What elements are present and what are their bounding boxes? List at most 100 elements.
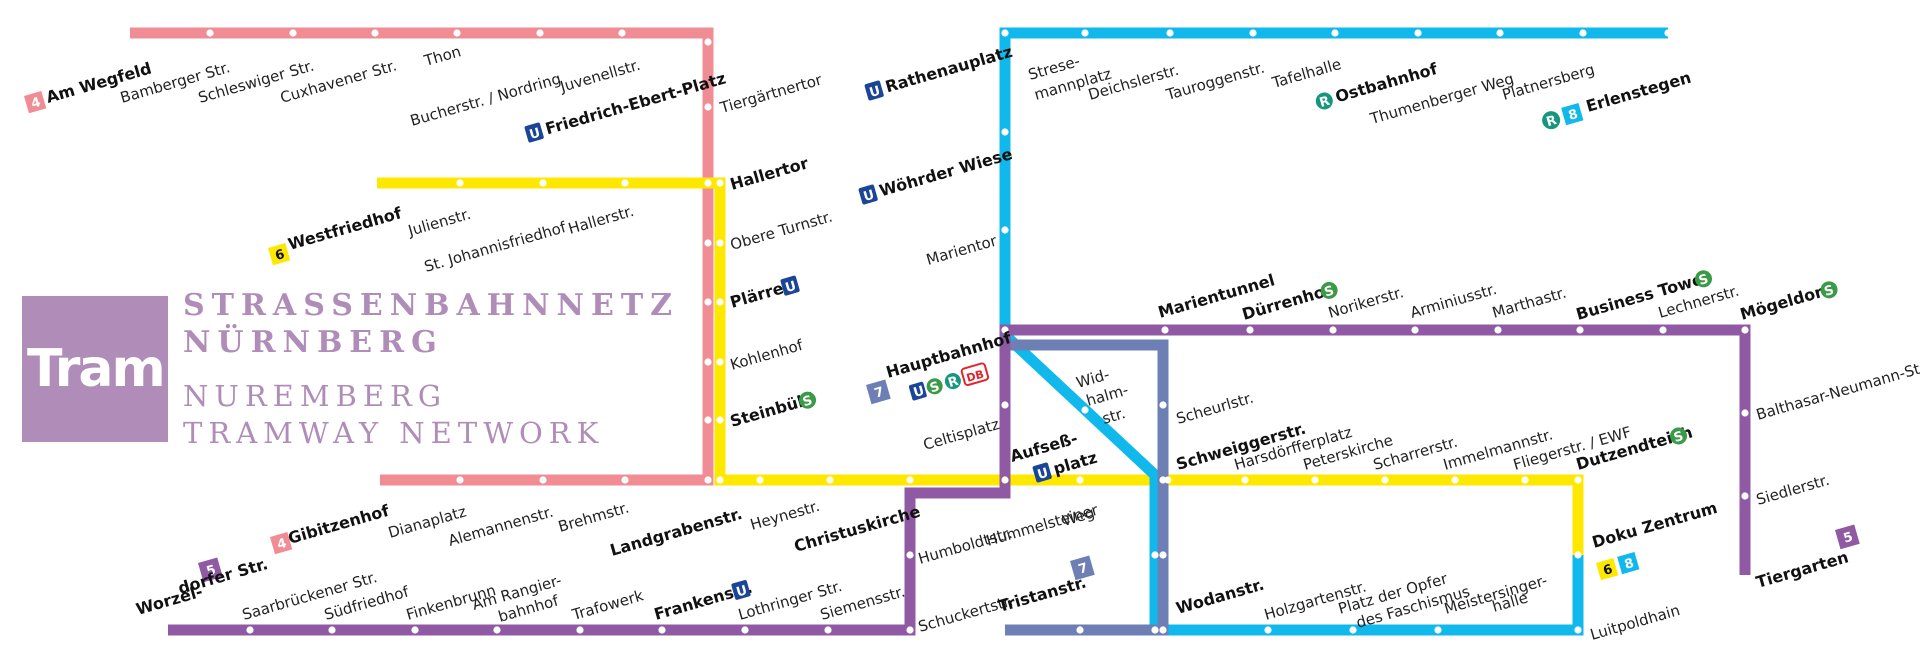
label-luitpoldhain[interactable]: Luitpoldhain xyxy=(1588,601,1682,644)
stop-obere-turnstr-a[interactable] xyxy=(704,239,712,247)
stop-st-johannis[interactable] xyxy=(539,179,547,187)
label-hallertor[interactable]: Hallertor xyxy=(728,153,811,193)
stop-trafowerk[interactable] xyxy=(576,626,584,634)
stop-platz-opfer[interactable] xyxy=(1349,626,1357,634)
label-doku-zentrum[interactable]: Doku Zentrum xyxy=(1590,498,1720,552)
stop-alemannenstr[interactable] xyxy=(539,476,547,484)
label-julienstr[interactable]: Julienstr. xyxy=(405,205,473,240)
stop-erlenstegen[interactable] xyxy=(1664,29,1672,37)
stop-celtisplatz[interactable] xyxy=(1001,401,1009,409)
label-norikerstr[interactable]: Norikerstr. xyxy=(1326,283,1406,322)
stop-immelmannstr[interactable] xyxy=(1451,476,1459,484)
label-bucherstr[interactable]: Bucherstr. / Nordring xyxy=(408,70,563,130)
stop-harsdoerffer[interactable] xyxy=(1241,476,1249,484)
stop-business-tower[interactable] xyxy=(1576,326,1584,334)
label-erlenstegen[interactable]: Erlenstegen xyxy=(1584,68,1693,116)
stop-obere-turnstr-b[interactable] xyxy=(716,239,724,247)
stop-wodanstr-a[interactable] xyxy=(1151,551,1159,559)
stop-wodanstr-d[interactable] xyxy=(1159,626,1167,634)
stop-peterskirche[interactable] xyxy=(1311,476,1319,484)
stop-schweiggerstr[interactable] xyxy=(1164,476,1172,484)
stop-steinbuehl-b[interactable] xyxy=(716,416,724,424)
stop-tauroggenstr[interactable] xyxy=(1249,29,1257,37)
label-moegeldorf[interactable]: Mögeldorf xyxy=(1738,280,1833,324)
label-marientor[interactable]: Marientor xyxy=(924,231,999,268)
stop-dianaplatz[interactable] xyxy=(456,476,464,484)
stop-platnersberg[interactable] xyxy=(1579,29,1587,37)
stop-frankenstr[interactable] xyxy=(658,626,666,634)
stop-brehmstr[interactable] xyxy=(621,476,629,484)
stop-steinbuehl-a[interactable] xyxy=(704,416,712,424)
stop-meistersinger[interactable] xyxy=(1434,626,1442,634)
stop-plaerrer-b[interactable] xyxy=(716,298,724,306)
label-rathenauplatz[interactable]: Rathenauplatz xyxy=(883,42,1014,96)
label-brehmstr[interactable]: Brehmstr. xyxy=(556,498,631,535)
stop-fliegerstr[interactable] xyxy=(1521,476,1529,484)
stop-hallertor-a[interactable] xyxy=(704,179,712,187)
stop-julienstr[interactable] xyxy=(456,179,464,187)
label-worzeldorfer-2[interactable]: dorfer Str. xyxy=(176,554,270,598)
stop-dutzendteich[interactable] xyxy=(1574,476,1582,484)
stop-friedrich-ebert[interactable] xyxy=(704,38,712,46)
label-celtisplatz[interactable]: Celtisplatz xyxy=(921,415,1001,454)
stop-hallerstr[interactable] xyxy=(621,179,629,187)
stop-christuskirche[interactable] xyxy=(906,476,914,484)
label-platnersberg[interactable]: Platnersberg xyxy=(1500,60,1596,104)
stop-siedlerstr[interactable] xyxy=(1741,492,1749,500)
stop-am-rangier[interactable] xyxy=(493,626,501,634)
label-gibitzenhof[interactable]: Gibitzenhof xyxy=(286,501,392,548)
label-scheurlstr[interactable]: Scheurlstr. xyxy=(1174,389,1255,428)
stop-scheurlstr[interactable] xyxy=(1159,401,1167,409)
label-tiergaertnertor[interactable]: Tiergärtnertor xyxy=(717,70,825,117)
stop-lechnerstr[interactable] xyxy=(1659,326,1667,334)
label-woehrder-wiese[interactable]: Wöhrder Wiese xyxy=(877,144,1015,200)
stop-thumenberger[interactable] xyxy=(1496,29,1504,37)
stop-luitpoldhain[interactable] xyxy=(1574,626,1582,634)
stop-deichslerstr[interactable] xyxy=(1166,29,1174,37)
stop-woehrder-wiese[interactable] xyxy=(1001,128,1009,136)
stop-hallertor-b[interactable] xyxy=(716,179,724,187)
stop-finkenbrunn[interactable] xyxy=(411,626,419,634)
label-westfriedhof[interactable]: Westfriedhof xyxy=(286,203,405,254)
stop-wodanstr-c[interactable] xyxy=(1151,626,1159,634)
stop-ostbahnhof[interactable] xyxy=(1414,29,1422,37)
stop-aufsess[interactable] xyxy=(1001,476,1009,484)
label-balthasar[interactable]: Balthasar-Neumann-Str. xyxy=(1754,357,1920,424)
stop-schuckertstr[interactable] xyxy=(906,626,914,634)
label-juvenellstr[interactable]: Juvenellstr. xyxy=(557,56,642,96)
stop-steinbuehl-c[interactable] xyxy=(704,476,712,484)
stop-suedfriedhof[interactable] xyxy=(328,626,336,634)
label-thon[interactable]: Thon xyxy=(421,42,463,70)
stop-hummelsteiner[interactable] xyxy=(1076,476,1084,484)
stop-humboldt[interactable] xyxy=(906,551,914,559)
stop-holzgartenstr[interactable] xyxy=(1264,626,1272,634)
stop-plaerrer-a[interactable] xyxy=(704,298,712,306)
label-hummelsteiner-2[interactable]: Weg xyxy=(1060,504,1096,530)
stop-norikerstr[interactable] xyxy=(1329,326,1337,334)
stop-juvenellstr[interactable] xyxy=(618,29,626,37)
stop-duerrenhof[interactable] xyxy=(1246,326,1254,334)
label-widhalmstr-3[interactable]: str. xyxy=(1100,404,1127,428)
label-siedlerstr[interactable]: Siedlerstr. xyxy=(1754,471,1831,509)
stop-widhalmstr[interactable] xyxy=(1081,406,1089,414)
stop-rathenauplatz[interactable] xyxy=(1001,29,1009,37)
stop-marthastr[interactable] xyxy=(1494,326,1502,334)
label-tiergarten[interactable]: Tiergarten xyxy=(1754,547,1851,591)
stop-lothringer[interactable] xyxy=(741,626,749,634)
label-arminiusstr[interactable]: Arminiusstr. xyxy=(1408,280,1499,322)
label-wodanstr[interactable]: Wodanstr. xyxy=(1174,575,1266,618)
stop-kohlenhof-b[interactable] xyxy=(716,358,724,366)
stop-tafelhalle[interactable] xyxy=(1331,29,1339,37)
stop-cuxhavener[interactable] xyxy=(371,29,379,37)
stop-wodanstr-b[interactable] xyxy=(1159,551,1167,559)
label-tauroggenstr[interactable]: Tauroggenstr. xyxy=(1163,59,1266,105)
stop-siemensstr[interactable] xyxy=(824,626,832,634)
stop-tristanstr[interactable] xyxy=(1076,626,1084,634)
stop-thon[interactable] xyxy=(453,29,461,37)
stop-landgrabenstr[interactable] xyxy=(756,476,764,484)
stop-bucherstr[interactable] xyxy=(536,29,544,37)
label-obere-turnstr[interactable]: Obere Turnstr. xyxy=(728,207,834,253)
label-hauptbahnhof[interactable]: Hauptbahnhof xyxy=(884,328,1014,382)
stop-marientunnel[interactable] xyxy=(1161,326,1169,334)
stop-arminiusstr[interactable] xyxy=(1411,326,1419,334)
